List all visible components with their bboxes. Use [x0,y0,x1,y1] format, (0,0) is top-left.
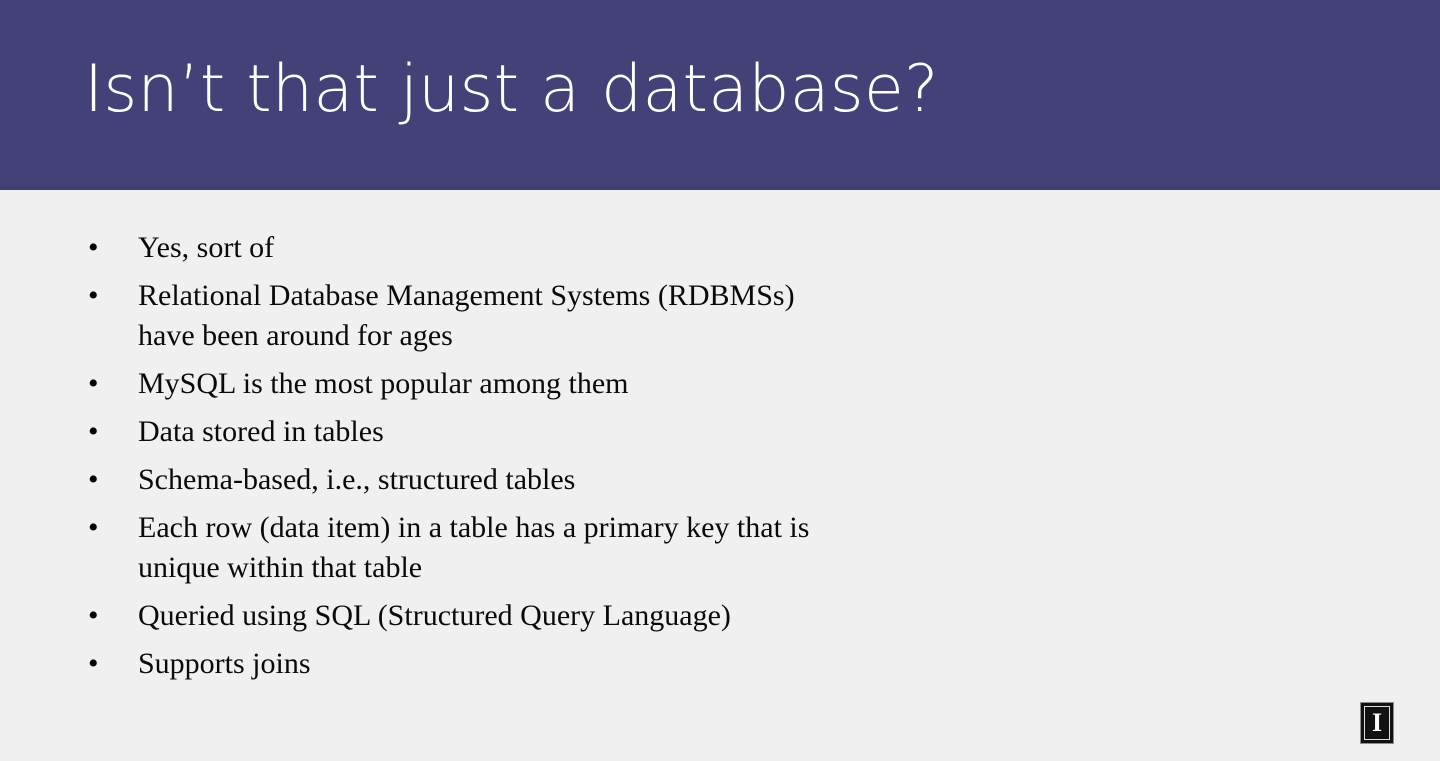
list-item: • MySQL is the most popular among them [80,364,840,404]
bullet-icon: • [88,279,99,312]
list-item-text: Relational Database Management Systems (… [138,279,795,352]
list-item-text: Supports joins [138,647,311,680]
list-item: • Queried using SQL (Structured Query La… [80,596,840,636]
list-item: • Relational Database Management Systems… [80,276,840,356]
bullet-icon: • [88,231,99,264]
bullet-icon: • [88,463,99,496]
list-item-text: Each row (data item) in a table has a pr… [138,511,810,584]
bullet-icon: • [88,511,99,544]
bullet-icon: • [88,415,99,448]
list-item: • Each row (data item) in a table has a … [80,508,840,588]
slide-body: • Yes, sort of • Relational Database Man… [80,228,840,684]
list-item-text: Yes, sort of [138,231,275,264]
list-item: • Yes, sort of [80,228,840,268]
slide-title-band [0,0,1440,190]
list-item: • Schema-based, i.e., structured tables [80,460,840,500]
block-i-logo-frame: I [1364,706,1390,740]
block-i-logo-glyph: I [1371,708,1383,737]
bullet-icon: • [88,367,99,400]
list-item-text: MySQL is the most popular among them [138,367,629,400]
list-item: • Supports joins [80,644,840,684]
list-item: • Data stored in tables [80,412,840,452]
title-band-bottom-edge [0,186,1440,190]
list-item-text: Schema-based, i.e., structured tables [138,463,576,496]
list-item-text: Queried using SQL (Structured Query Lang… [138,599,731,632]
bullet-icon: • [88,647,99,680]
page-title: Isn’t that just a database? [84,52,939,127]
block-i-logo: I [1360,702,1394,744]
list-item-text: Data stored in tables [138,415,384,448]
bullet-icon: • [88,599,99,632]
